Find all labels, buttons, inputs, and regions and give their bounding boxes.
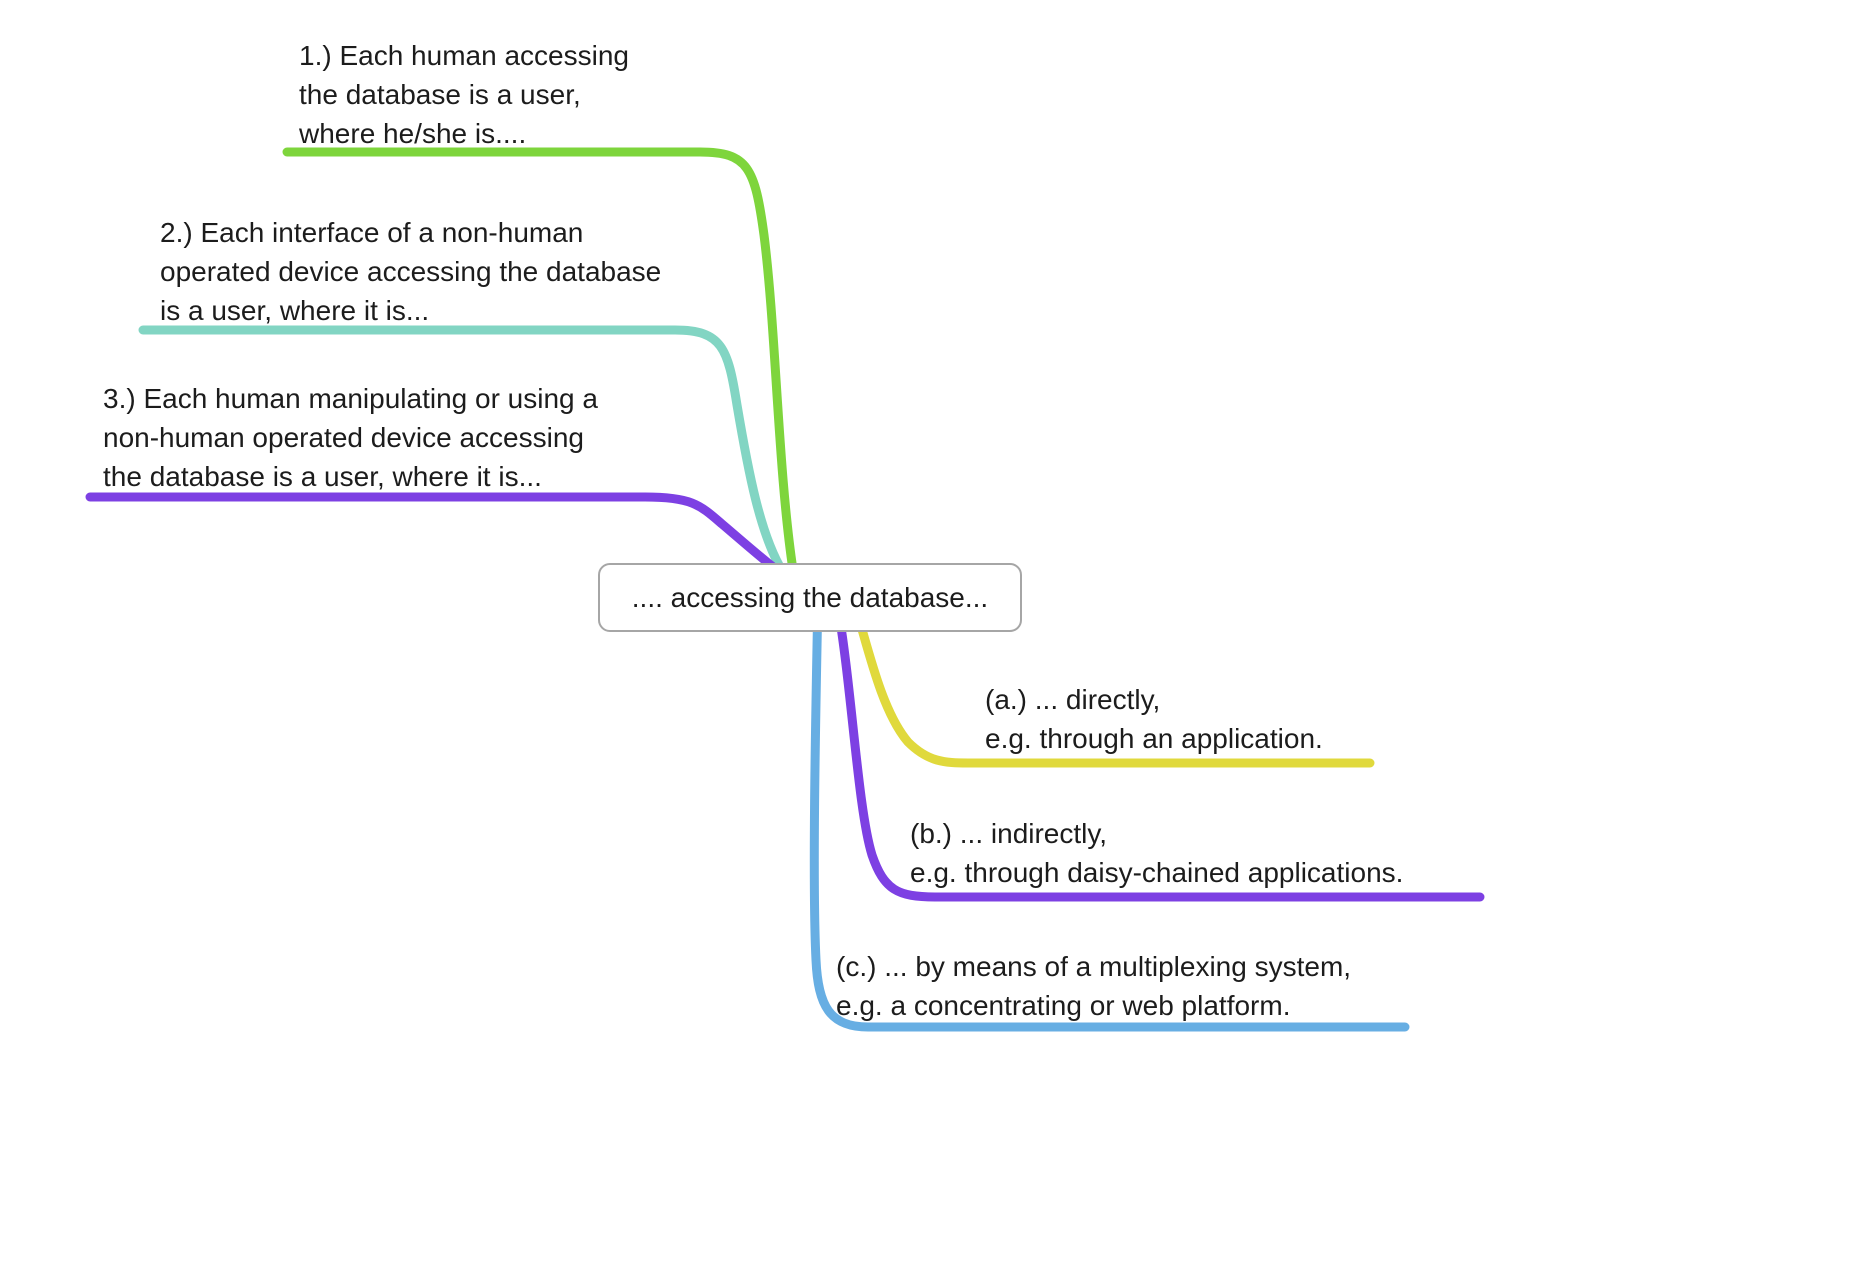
branch-2-connector [138, 325, 788, 577]
branch-1-connector [282, 147, 798, 575]
center-node[interactable]: .... accessing the database... [598, 563, 1022, 632]
branch-1-label[interactable]: 1.) Each human accessing the database is… [299, 40, 629, 149]
branch-c-label[interactable]: (c.) ... by means of a multiplexing syst… [836, 951, 1352, 1021]
branch-b-connector [833, 603, 1485, 902]
branch-a-label[interactable]: (a.) ... directly, e.g. through an appli… [985, 684, 1323, 754]
branch-2-label[interactable]: 2.) Each interface of a non-human operat… [160, 217, 662, 326]
branch-c-connector [809, 590, 1410, 1032]
branch-a-connector [853, 610, 1375, 768]
branch-b-label[interactable]: (b.) ... indirectly, e.g. through daisy-… [910, 818, 1404, 888]
branch-3-label[interactable]: 3.) Each human manipulating or using a n… [103, 383, 598, 492]
center-node-label: .... accessing the database... [631, 581, 989, 613]
